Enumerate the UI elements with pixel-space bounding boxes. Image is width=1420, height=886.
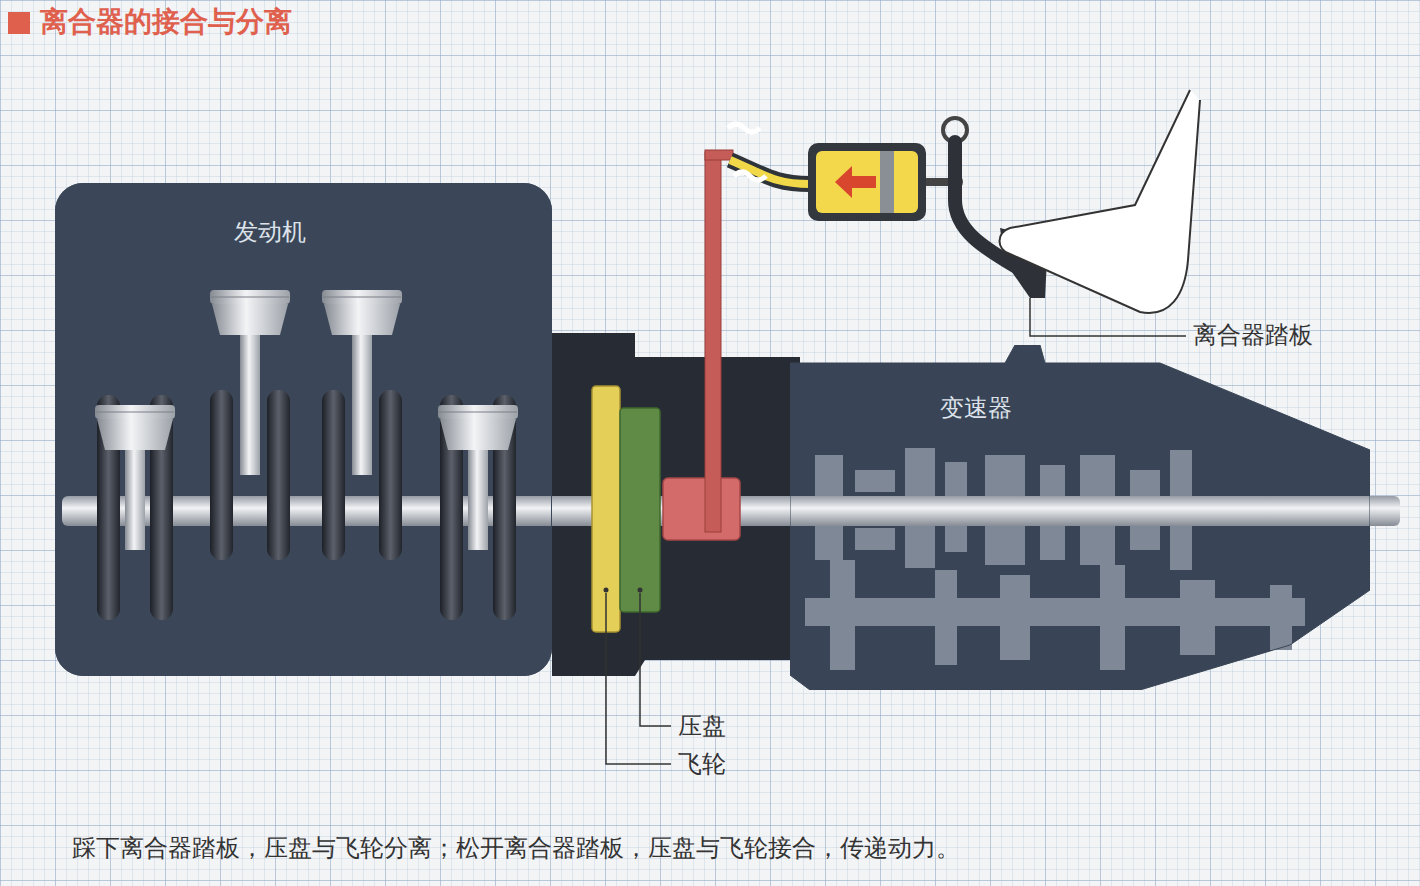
housing-outline xyxy=(790,345,1370,690)
foot xyxy=(1000,90,1201,313)
leader-dot xyxy=(604,588,609,593)
release-fork xyxy=(705,150,733,532)
pressure-plate xyxy=(620,408,660,612)
part-label: 飞轮 xyxy=(678,749,726,779)
diagram-title: 离合器的接合与分离 xyxy=(40,4,292,39)
part-label: 压盘 xyxy=(678,711,726,741)
engine-box: 发动机 xyxy=(55,183,552,676)
caption-text: 踩下离合器踏板，压盘与飞轮分离；松开离合器踏板，压盘与飞轮接合，传递动力。 xyxy=(72,833,960,863)
engine-block xyxy=(55,183,552,676)
master-cylinder xyxy=(808,143,962,221)
part-label: 离合器踏板 xyxy=(1193,320,1313,350)
gear-set xyxy=(805,448,1305,670)
release-bearing xyxy=(663,478,740,540)
clutch-pedal xyxy=(943,118,1048,298)
leader-lines xyxy=(606,298,1186,764)
hydraulic-line xyxy=(728,124,810,184)
gearbox-box: 变速器 xyxy=(790,345,1370,690)
part-name: 发动机 xyxy=(234,217,306,247)
leader-dot xyxy=(638,588,643,593)
part-name: 变速器 xyxy=(940,393,1012,423)
crankshaft xyxy=(95,290,518,620)
title-marker xyxy=(8,12,30,34)
